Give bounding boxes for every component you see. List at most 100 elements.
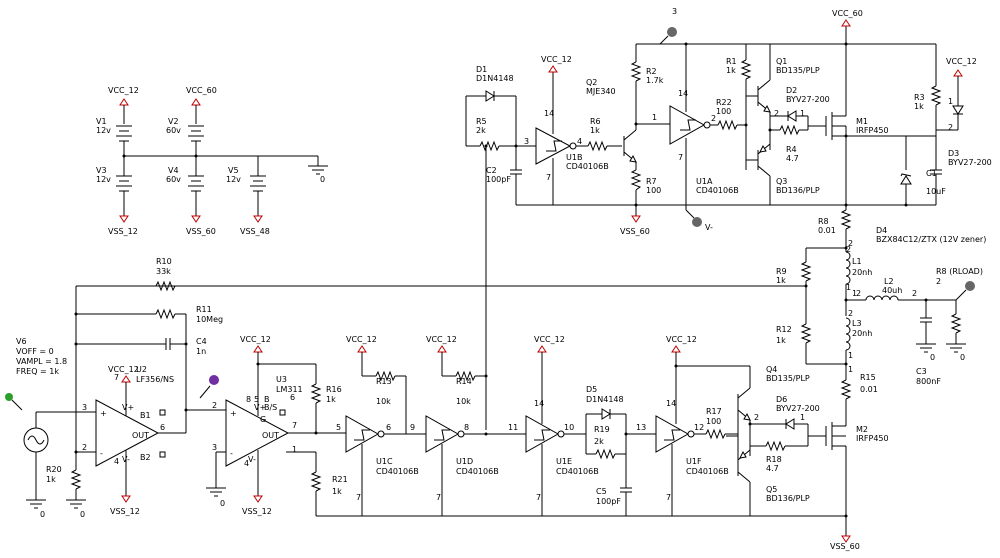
u1b-pin-out: 4 bbox=[577, 137, 582, 146]
u3-pin-5: 5 bbox=[254, 395, 259, 404]
rail-label-vcc12-u2: VCC_12 bbox=[108, 365, 139, 374]
ground-label-ps: 0 bbox=[320, 175, 325, 184]
u3-out: OUT bbox=[262, 431, 279, 440]
u2-pin-6: 6 bbox=[160, 423, 165, 432]
r5-name: R5 bbox=[476, 117, 487, 126]
u1f-pin-out: 12 bbox=[694, 423, 704, 432]
u3-minus: - bbox=[230, 449, 233, 458]
r1-value: 1k bbox=[726, 66, 736, 75]
voltage-probe-top[interactable] bbox=[667, 27, 677, 37]
u2-b2: B2 bbox=[140, 453, 151, 462]
source-name-v5: V5 bbox=[228, 166, 239, 175]
q2-value: MJE340 bbox=[586, 87, 616, 96]
u1d-name: U1D bbox=[456, 457, 473, 466]
l1-pin-2: 2 bbox=[846, 245, 851, 254]
voltage-probe-vminus[interactable] bbox=[692, 217, 702, 227]
d6-pin-2: 2 bbox=[754, 413, 759, 422]
r13-name: R13 bbox=[376, 377, 392, 386]
l2-name: L2 bbox=[884, 277, 894, 286]
l2-pin-2: 2 bbox=[912, 289, 917, 298]
m2-value: IRFP450 bbox=[856, 434, 889, 443]
d2-name: D2 bbox=[786, 86, 797, 95]
voltage-probe-output[interactable] bbox=[965, 281, 975, 291]
source-name-v2: V2 bbox=[168, 117, 179, 126]
u2-vplus: V+ bbox=[122, 403, 134, 412]
r8-pin-2: 2 bbox=[848, 239, 853, 248]
r11-name: R11 bbox=[196, 305, 212, 314]
u2-out: OUT bbox=[132, 431, 149, 440]
m2-name: M2 bbox=[856, 425, 868, 434]
u1c-pin-out: 6 bbox=[386, 423, 391, 432]
u1d-pin-vss: 7 bbox=[436, 493, 441, 502]
u2-plus: + bbox=[100, 409, 107, 418]
r17-value: 100 bbox=[706, 417, 721, 426]
u1c-name: U1C bbox=[376, 457, 393, 466]
voltage-probe-comparator[interactable] bbox=[209, 375, 219, 385]
r3-value: 1k bbox=[914, 102, 924, 111]
u3-g: G bbox=[260, 415, 266, 424]
u1f-value: CD40106B bbox=[686, 467, 729, 476]
u2-name: U2 bbox=[136, 365, 147, 374]
rail-label-vss12-u2: VSS_12 bbox=[110, 507, 140, 516]
u3-pin-7: 7 bbox=[292, 421, 297, 430]
u1f-name: U1F bbox=[686, 457, 702, 466]
upper-driver-block: D1 D1N4148 R5 2k C2 100pF 3 U1B CD40106B… bbox=[465, 7, 992, 430]
d6-pin-1: 1 bbox=[800, 413, 805, 422]
source-value-v5: 12v bbox=[226, 175, 241, 184]
c4-name: C4 bbox=[196, 337, 207, 346]
u3-pin-2: 2 bbox=[212, 401, 217, 410]
l3-name: L3 bbox=[852, 319, 862, 328]
c5-name: C5 bbox=[596, 487, 607, 496]
rload-name: R8 (RLOAD) bbox=[936, 267, 983, 276]
r6-name: R6 bbox=[590, 117, 601, 126]
d5-name: D5 bbox=[586, 385, 597, 394]
q1-name: Q1 bbox=[776, 57, 787, 66]
voltage-probe-input[interactable] bbox=[5, 393, 13, 401]
q3-name: Q3 bbox=[776, 177, 787, 186]
c2-value: 100pF bbox=[486, 175, 511, 184]
probe-top-label: 3 bbox=[672, 7, 677, 16]
u2-minus: - bbox=[100, 449, 103, 458]
u1e-inverter bbox=[525, 415, 560, 453]
u1a-pin-vdd: 14 bbox=[678, 89, 688, 98]
rail-label-vcc12-ps: VCC_12 bbox=[108, 86, 139, 95]
input-stage: R10 33k R11 10Meg C4 1n V6 VOFF = 0 VAMP… bbox=[5, 257, 226, 519]
d2-pin-2: 2 bbox=[774, 109, 779, 118]
q3-value: BD136/PLP bbox=[776, 186, 820, 195]
r8-name: R8 bbox=[818, 217, 829, 226]
r19-name: R19 bbox=[594, 425, 610, 434]
source-value-v2: 60v bbox=[166, 126, 181, 135]
source-value-v3: 12v bbox=[96, 175, 111, 184]
d1-name: D1 bbox=[476, 65, 487, 74]
r2-name: R2 bbox=[646, 67, 657, 76]
u2-pin-7: 7 bbox=[114, 373, 119, 382]
inverter-chain: 5 6 U1C CD40106B 7 VCC_12 R13 10k 9 8 U1… bbox=[336, 335, 738, 516]
r5-value: 2k bbox=[476, 126, 486, 135]
rail-label-vss12-u3: VSS_12 bbox=[242, 507, 272, 516]
u1b-pin-vdd: 14 bbox=[544, 109, 554, 118]
v6-voff: VOFF = 0 bbox=[16, 347, 54, 356]
rail-label-vcc12-u1b: VCC_12 bbox=[541, 55, 572, 64]
d6-name: D6 bbox=[776, 395, 787, 404]
l2-value: 40uh bbox=[882, 286, 902, 295]
u1e-value: CD40106B bbox=[556, 467, 599, 476]
q4-name: Q4 bbox=[766, 365, 777, 374]
source-value-v1: 12v bbox=[96, 126, 111, 135]
source-name-v1: V1 bbox=[96, 117, 107, 126]
r7-value: 100 bbox=[646, 186, 661, 195]
rail-label-vss12-ps: VSS_12 bbox=[108, 227, 138, 236]
u1d-inverter bbox=[425, 415, 460, 453]
u3-b: B bbox=[264, 395, 270, 404]
u1e-name: U1E bbox=[556, 457, 572, 466]
l1-pin-1: 1 bbox=[846, 283, 851, 292]
opamp-u2 bbox=[95, 399, 160, 467]
u1f-pin-in: 13 bbox=[636, 423, 646, 432]
l3-value: 20nh bbox=[852, 329, 872, 338]
rail-label-vcc12-u3: VCC_12 bbox=[240, 335, 271, 344]
l1-value: 20nh bbox=[852, 268, 872, 277]
u1a-pin-vss: 7 bbox=[678, 153, 683, 162]
ground-label-c3: 0 bbox=[930, 353, 935, 362]
rail-label-vss48: VSS_48 bbox=[240, 227, 270, 236]
